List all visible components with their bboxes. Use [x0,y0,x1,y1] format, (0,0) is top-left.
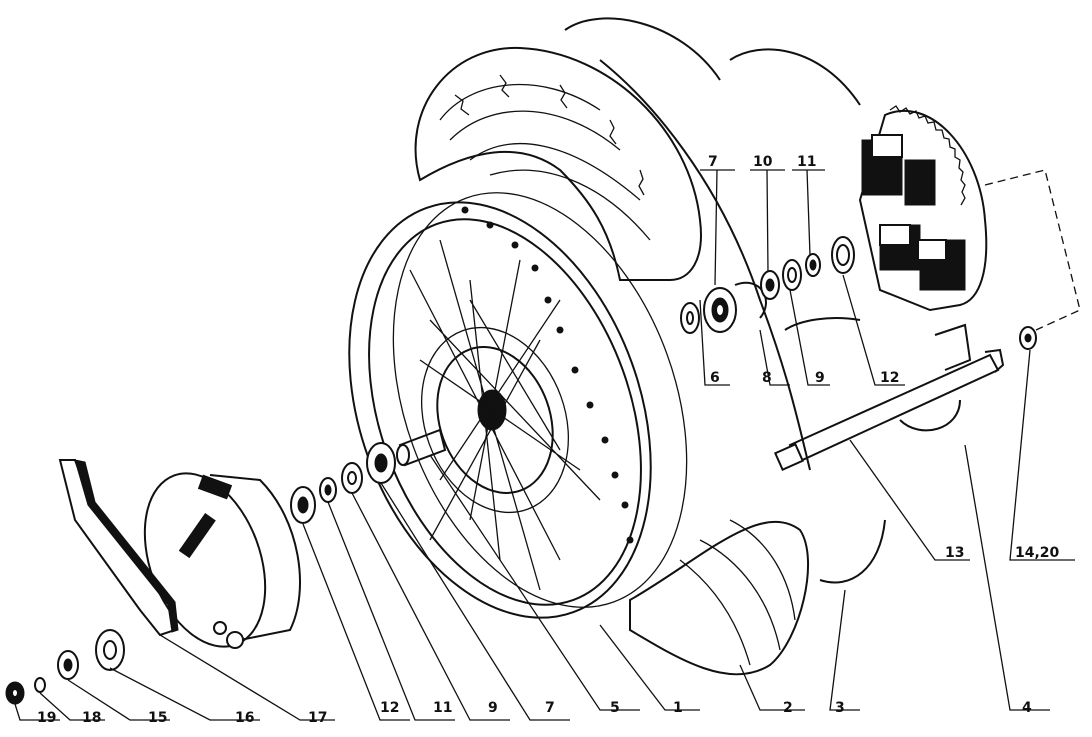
callout-1: 1 [673,700,683,716]
callout-7-left: 7 [545,700,555,716]
callout-10: 10 [753,154,773,170]
brake-plate [143,472,301,649]
tire [414,46,809,676]
callout-11-right: 11 [797,154,816,170]
hub-small-parts [5,428,447,705]
callout-3: 3 [835,700,845,716]
callout-19: 19 [37,710,56,726]
callout-12-right: 12 [880,370,899,386]
torque-arm [58,459,179,637]
spacer-right [899,323,972,432]
callout-16: 16 [235,710,254,726]
callout-5: 5 [610,700,620,716]
callout-6: 6 [710,370,720,386]
wheel-rim [348,192,688,619]
inner-tube [564,17,886,584]
callout-8: 8 [762,370,772,386]
axle-nut-hole [1024,333,1032,343]
sprocket [858,105,988,312]
callout-15: 15 [148,710,167,726]
callout-17: 17 [308,710,327,726]
callout-11-left: 11 [433,700,452,716]
chain-guide-line [984,169,1081,331]
callout-2: 2 [783,700,793,716]
callout-4: 4 [1022,700,1032,716]
rim-holes [461,206,634,544]
callout-13: 13 [945,545,964,561]
bearing-stack-right [680,236,855,334]
callout-9-left: 9 [488,700,498,716]
callout-9-right: 9 [815,370,825,386]
callout-7-right: 7 [708,154,718,170]
callout-14-20: 14,20 [1015,545,1060,561]
callout-labels: 1 2 3 4 5 6 7 7 8 9 9 10 11 11 12 12 13 … [37,154,1060,726]
callout-12-left: 12 [380,700,399,716]
callout-18: 18 [82,710,101,726]
leader-lines [14,169,1075,721]
axle [773,348,1005,472]
